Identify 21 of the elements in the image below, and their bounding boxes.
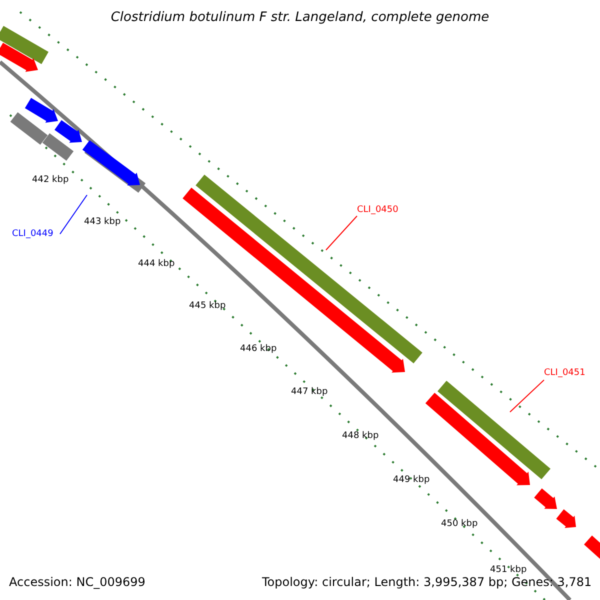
tick-label: 447 kbp <box>291 387 328 398</box>
cds-arrow <box>182 188 405 373</box>
tick-label: 450 kbp <box>441 519 478 530</box>
feature-label: CLI_0451 <box>544 368 586 379</box>
feature-label: CLI_0449 <box>12 229 54 240</box>
tick-label: 443 kbp <box>84 217 121 228</box>
title: Clostridium botulinum F str. Langeland, complete genome <box>110 10 490 26</box>
tick-label: 444 kbp <box>138 259 175 270</box>
info-text: Accession: NC_009699 <box>9 575 146 589</box>
feature-label: CLI_0450 <box>357 205 398 216</box>
tick-label: 451 kbp <box>490 565 527 576</box>
leader-line <box>510 380 544 412</box>
tick-label: 449 kbp <box>393 475 430 486</box>
tick-label: 446 kbp <box>240 344 277 355</box>
cds-arrow <box>82 140 140 186</box>
leader-line <box>60 194 88 234</box>
tick-label: 442 kbp <box>32 175 69 186</box>
info-text: Topology: circular; Length: 3,995,387 bp; Genes: 3,781 <box>262 575 592 589</box>
tick-label: 448 kbp <box>342 431 379 442</box>
tick-label: 445 kbp <box>189 301 226 312</box>
leader-line <box>326 216 358 250</box>
